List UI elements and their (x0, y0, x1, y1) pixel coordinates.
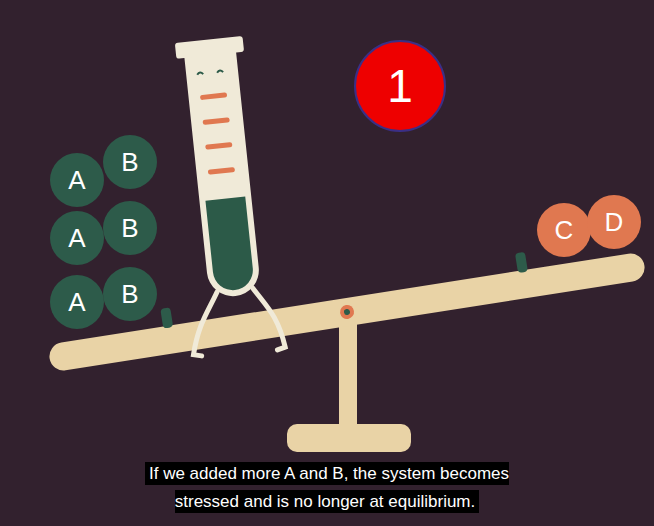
tube-mark (208, 145, 230, 147)
callout-number: 1 (354, 40, 446, 132)
reactant-ball: B (103, 201, 157, 255)
reactant-ball: B (103, 267, 157, 321)
ball-label: B (121, 215, 138, 241)
caption-box: If we added more A and B, the system bec… (122, 460, 532, 516)
stopper (160, 307, 173, 328)
pivot-dot (339, 304, 355, 320)
tube-eyes (197, 70, 223, 75)
reactant-ball: B (103, 135, 157, 189)
ball-label: A (68, 167, 85, 193)
product-ball: D (587, 195, 641, 249)
tube-mark (205, 120, 227, 122)
test-tube-character (161, 35, 286, 359)
stopper (515, 252, 528, 273)
caption: If we added more A and B, the system bec… (145, 462, 509, 513)
pivot-center (344, 309, 351, 316)
reactant-ball: A (50, 153, 104, 207)
seesaw-post (339, 318, 357, 430)
ball-label: D (605, 209, 624, 235)
reactant-ball: A (50, 275, 104, 329)
reactant-ball: A (50, 211, 104, 265)
tube-body (184, 51, 261, 299)
tube-leg (253, 285, 286, 351)
tube-leg (187, 292, 223, 357)
tube-mark (203, 95, 225, 97)
ball-label: A (68, 225, 85, 251)
tube-liquid (205, 196, 254, 292)
tube-mark (210, 170, 232, 172)
ball-label: B (121, 281, 138, 307)
tube-rim (175, 36, 244, 59)
callout-text: 1 (387, 63, 413, 109)
ball-label: C (555, 217, 574, 243)
ball-label: B (121, 149, 138, 175)
seesaw-base (287, 424, 411, 452)
ball-label: A (68, 289, 85, 315)
product-ball: C (537, 203, 591, 257)
seesaw-beam (47, 252, 646, 373)
